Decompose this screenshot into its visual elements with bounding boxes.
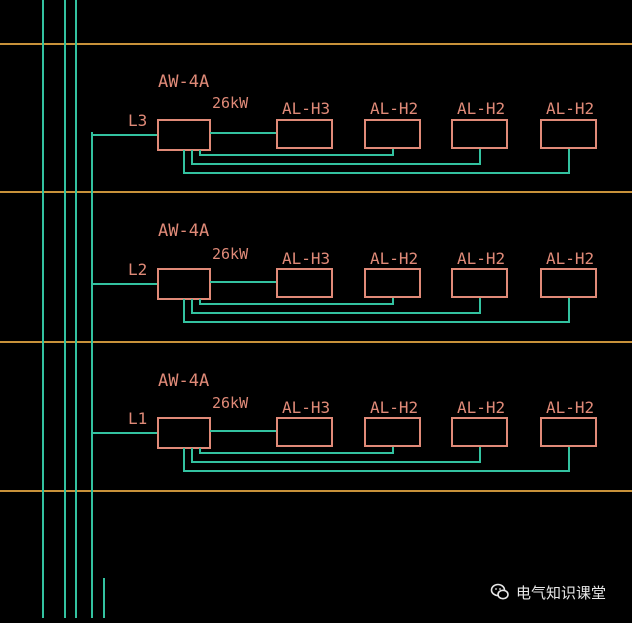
load-panel-label: AL-H2 xyxy=(370,398,418,417)
load-panel-label: AL-H2 xyxy=(370,249,418,268)
watermark-text: 电气知识课堂 xyxy=(516,583,607,602)
load-panel-label: AL-H2 xyxy=(370,99,418,118)
load-panel-box xyxy=(451,268,508,298)
load-panel-box xyxy=(540,268,597,298)
circuit-line xyxy=(199,148,394,156)
watermark: 电气知识课堂 xyxy=(490,578,606,606)
distribution-panel-box xyxy=(157,417,211,449)
load-panel-label: AL-H2 xyxy=(457,249,505,268)
load-panel-box xyxy=(451,417,508,447)
distribution-panel-box xyxy=(157,268,211,300)
circuit-line xyxy=(191,446,481,463)
load-panel-label: AL-H2 xyxy=(457,99,505,118)
phase-label: L2 xyxy=(128,260,147,279)
panel-power-label: 26kW xyxy=(212,394,249,412)
load-panel-box xyxy=(276,268,333,298)
circuit-line xyxy=(191,148,481,165)
load-panel-label: AL-H3 xyxy=(282,398,330,417)
load-panel-label: AL-H2 xyxy=(546,398,594,417)
load-panel-box xyxy=(364,119,421,149)
phase-label: L3 xyxy=(128,111,147,130)
circuit-line xyxy=(183,148,570,174)
load-panel-box xyxy=(364,268,421,298)
load-panel-box xyxy=(540,119,597,149)
load-panel-label: AL-H3 xyxy=(282,99,330,118)
load-panel-box xyxy=(276,119,333,149)
wechat-icon xyxy=(490,583,509,600)
load-panel-box xyxy=(451,119,508,149)
load-panel-box xyxy=(364,417,421,447)
panel-name-label: AW-4A xyxy=(158,221,209,241)
load-panel-label: AL-H2 xyxy=(546,249,594,268)
load-panel-label: AL-H2 xyxy=(457,398,505,417)
circuit-line xyxy=(199,446,394,454)
circuit-line xyxy=(191,297,481,314)
phase-label: L1 xyxy=(128,409,147,428)
load-panel-box xyxy=(276,417,333,447)
panel-name-label: AW-4A xyxy=(158,72,209,92)
load-panel-box xyxy=(540,417,597,447)
circuit-line xyxy=(183,446,570,472)
distribution-panel-box xyxy=(157,119,211,151)
panel-name-label: AW-4A xyxy=(158,371,209,391)
circuit-line xyxy=(199,297,394,305)
load-panel-label: AL-H2 xyxy=(546,99,594,118)
panel-power-label: 26kW xyxy=(212,245,249,263)
circuit-line xyxy=(183,297,570,323)
panel-power-label: 26kW xyxy=(212,94,249,112)
load-panel-label: AL-H3 xyxy=(282,249,330,268)
